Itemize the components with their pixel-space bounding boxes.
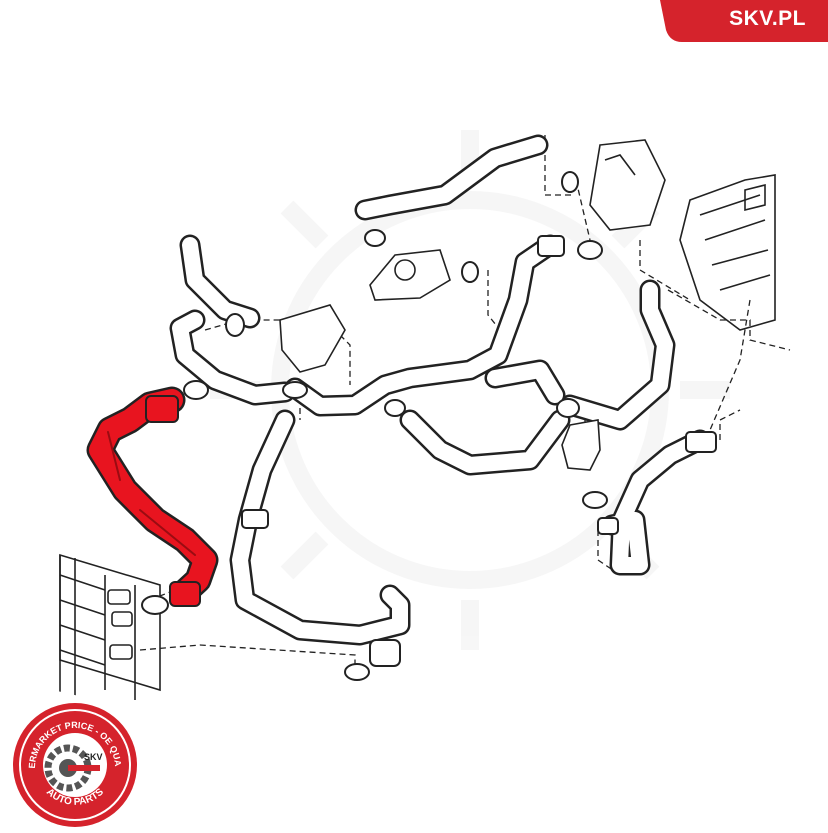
- seal-center-text: SKV: [84, 752, 103, 762]
- engine-block-icon: [679, 174, 776, 331]
- brand-site-label: SKV.PL: [729, 7, 806, 30]
- gear-wrench-icon: [44, 744, 100, 792]
- coolant-hoses: [169, 134, 711, 646]
- radiator-icon: [59, 553, 161, 703]
- quality-seal: AFTERMARKET PRICE - OE QUALITY AUTO PART…: [0, 682, 150, 828]
- brand-tab: SKV.PL: [660, 0, 828, 42]
- valve-housing-icons: [279, 139, 666, 471]
- radiator-coolant-hose-icon: [86, 386, 219, 607]
- hose-clamps: [141, 171, 717, 681]
